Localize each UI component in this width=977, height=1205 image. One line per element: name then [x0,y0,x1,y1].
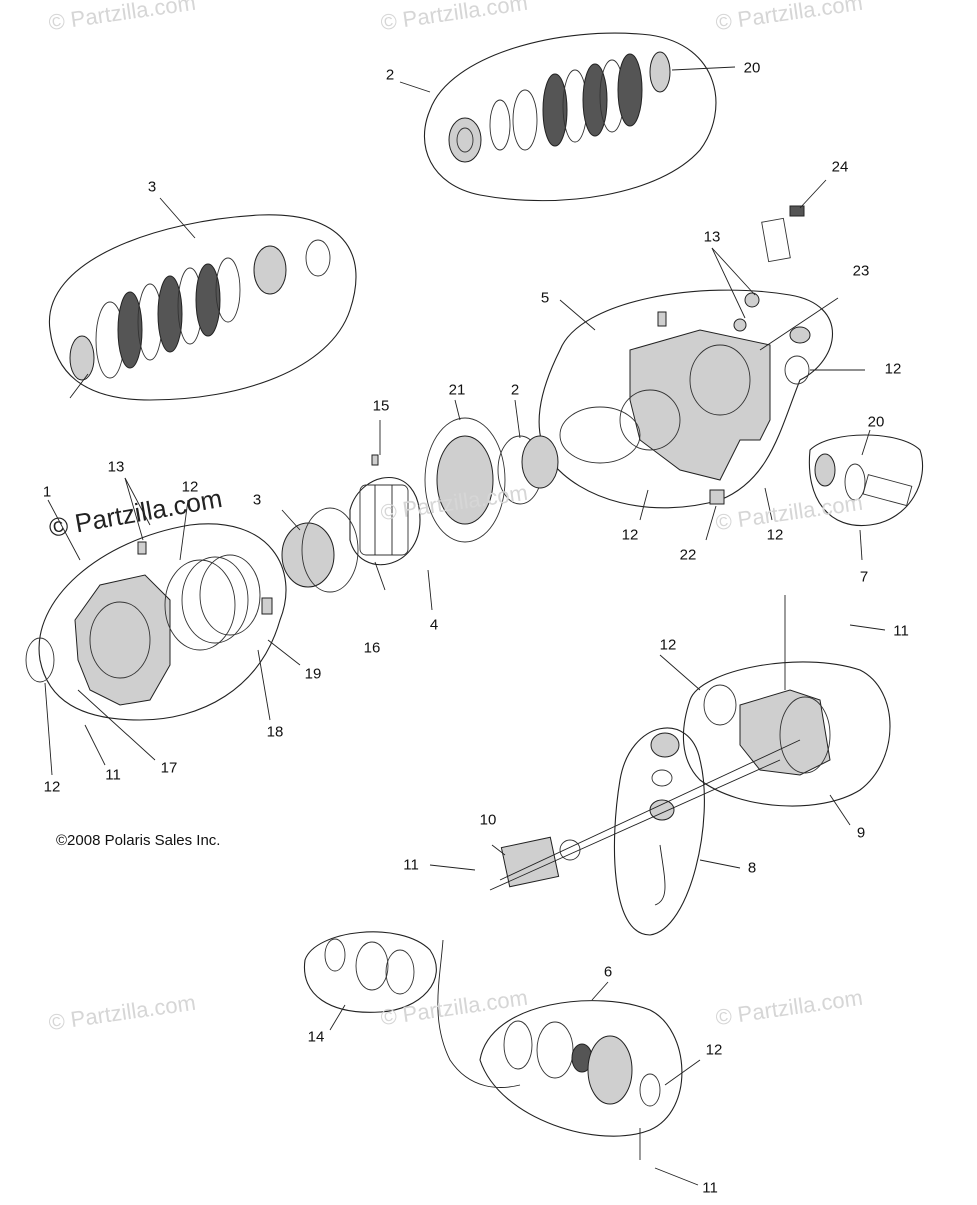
callout-label: 11 [105,766,121,784]
callout-label: 24 [831,158,849,176]
callout-label: 13 [107,458,125,476]
callout-label: 11 [893,622,909,640]
callout-label: 3 [147,178,157,196]
callout-label: 11 [403,856,419,874]
callout-label: 10 [479,811,497,829]
callout-label: 3 [252,491,262,509]
callout-label: 9 [856,824,866,842]
callout-label: 17 [160,759,178,777]
output-shaft-group [808,429,924,561]
callout-label: 21 [448,381,466,399]
main-housing-group [538,247,865,541]
callout-label: 18 [266,723,284,741]
callout-label: 12 [181,478,199,496]
callout-label: 1 [42,483,52,501]
callout-label: 2 [385,66,395,84]
callout-label: 22 [679,546,697,564]
left-cover-group [25,477,301,776]
callout-label: 23 [852,262,870,280]
callout-label: 7 [859,568,869,586]
callout-label: 5 [540,289,550,307]
housing-9-group [659,595,891,826]
callout-label: 12 [705,1041,723,1059]
callout-label: 12 [766,526,784,544]
clutch-pack-left-group [48,197,357,401]
callout-label: 12 [621,526,639,544]
callout-label: 11 [702,1179,718,1197]
callout-label: 13 [703,228,721,246]
callout-label: 16 [363,639,381,657]
callout-label: 15 [372,397,390,415]
callout-label: 8 [747,859,757,877]
pump-8-group [613,727,741,936]
copyright-notice: ©2008 Polaris Sales Inc. [56,832,221,849]
callout-label: 20 [867,413,885,431]
callout-label: 14 [307,1028,325,1046]
clutch-pack-upper-group [399,32,736,202]
callout-label: 4 [429,616,439,634]
bearing-set-6 [437,939,701,1186]
center-gear-set [281,399,559,611]
washer-set-14 [303,931,437,1031]
callout-label: 12 [43,778,61,796]
valve-body-10 [429,739,801,891]
callout-label: 12 [659,636,677,654]
callout-label: 19 [304,665,322,683]
callout-label: 20 [743,59,761,77]
callout-label: 2 [510,381,520,399]
callout-label: 12 [884,360,902,378]
callout-label: 6 [603,963,613,981]
switch-part [761,179,827,263]
